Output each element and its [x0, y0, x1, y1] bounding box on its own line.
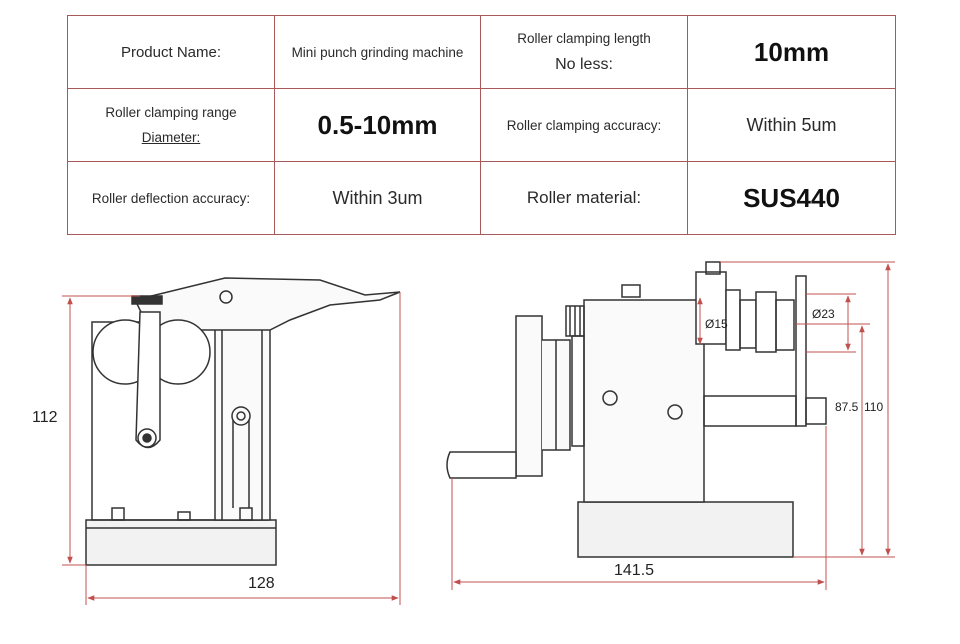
- product-name-value-text: Mini punch grinding machine: [291, 44, 464, 60]
- front-dimensions: [62, 292, 401, 605]
- product-name-label: Product Name:: [67, 15, 275, 89]
- clamping-accuracy-label: Roller clamping accuracy:: [480, 88, 688, 162]
- side-height-outer-label: 110: [864, 400, 883, 414]
- spec-row-1: Product Name: Mini punch grinding machin…: [67, 15, 896, 89]
- spec-row-2: Roller clamping range Diameter: 0.5-10mm…: [67, 88, 896, 162]
- clamping-accuracy-value: Within 5um: [687, 88, 896, 162]
- clamping-accuracy-value-text: Within 5um: [746, 114, 837, 135]
- clamping-range-label: Roller clamping range Diameter:: [67, 88, 275, 162]
- roller-material-label-text: Roller material:: [526, 188, 642, 207]
- spec-row-3: Roller deflection accuracy: Within 3um R…: [67, 161, 896, 235]
- clamping-length-value-text: 10mm: [753, 36, 830, 67]
- dia-large-label: Ø23: [812, 307, 835, 321]
- deflection-accuracy-label-text: Roller deflection accuracy:: [91, 190, 251, 206]
- front-height-label: 112: [32, 409, 58, 426]
- clamping-length-value: 10mm: [687, 15, 896, 89]
- side-dimensions: [451, 261, 895, 590]
- roller-material-value: SUS440: [687, 161, 896, 235]
- product-name-value: Mini punch grinding machine: [274, 15, 481, 89]
- clamping-range-value-text: 0.5-10mm: [317, 109, 438, 140]
- clamping-length-label-line2: No less:: [555, 55, 613, 73]
- side-height-inner-label: 87.5: [835, 400, 859, 414]
- product-name-label-text: Product Name:: [120, 43, 222, 61]
- clamping-range-label-line2: Diameter:: [141, 130, 201, 145]
- deflection-accuracy-value: Within 3um: [274, 161, 481, 235]
- roller-material-value-text: SUS440: [743, 182, 840, 213]
- deflection-accuracy-value-text: Within 3um: [332, 187, 423, 208]
- clamping-range-value: 0.5-10mm: [274, 88, 481, 162]
- clamping-accuracy-label-text: Roller clamping accuracy:: [506, 117, 662, 133]
- side-width-label: 141.5: [614, 562, 654, 579]
- roller-material-label: Roller material:: [480, 161, 688, 235]
- clamping-length-label-line1: Roller clamping length: [517, 30, 651, 46]
- deflection-accuracy-label: Roller deflection accuracy:: [67, 161, 275, 235]
- clamping-range-label-line1: Roller clamping range: [105, 105, 237, 120]
- front-width-label: 128: [248, 575, 275, 592]
- dia-small-label: Ø15: [705, 317, 728, 331]
- side-view-machine: [446, 261, 827, 558]
- spec-table: Product Name: Mini punch grinding machin…: [67, 15, 896, 235]
- front-view-machine: [85, 277, 401, 566]
